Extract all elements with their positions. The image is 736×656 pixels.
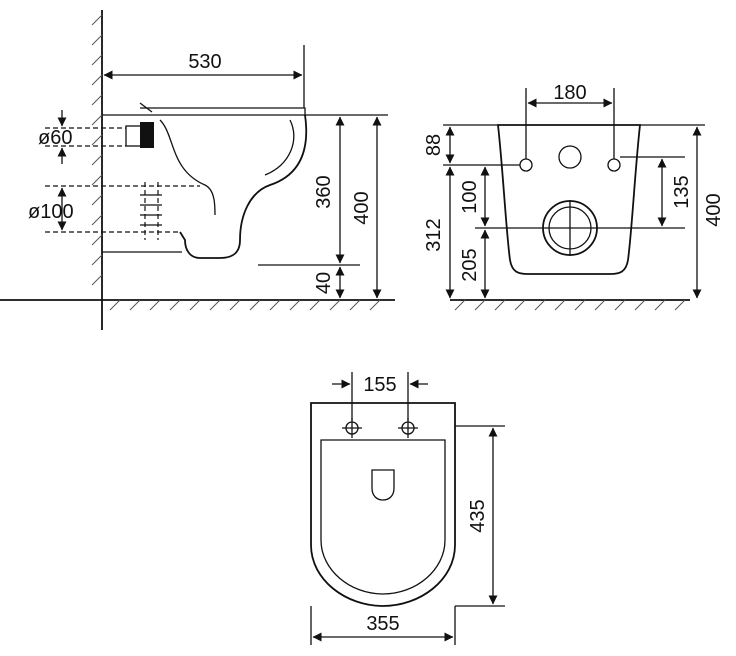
front-lower-height-label: 312 xyxy=(423,218,445,251)
side-view: 530 ø60 ø100 360 400 40 xyxy=(0,10,395,330)
pipe-small-label: ø60 xyxy=(38,127,72,149)
toilet-top-outline xyxy=(310,402,456,607)
top-bolt-spacing-label: 155 xyxy=(363,374,396,396)
front-bolt-spacing-label: 180 xyxy=(553,82,586,104)
front-height-total-label: 400 xyxy=(703,193,725,226)
side-height-inner-label: 360 xyxy=(313,175,335,208)
toilet-side-profile xyxy=(102,102,310,259)
front-view: 180 88 312 100 205 135 400 xyxy=(423,82,725,311)
pipe-large-label: ø100 xyxy=(28,201,74,223)
toilet-front-outline xyxy=(496,124,642,275)
front-outlet-height-label: 205 xyxy=(459,248,481,281)
side-height-total-label: 400 xyxy=(351,191,373,224)
front-inlet-spacing-label: 100 xyxy=(459,180,481,213)
top-depth-label: 435 xyxy=(467,499,489,532)
wall-hatch xyxy=(91,10,103,330)
side-width-label: 530 xyxy=(188,51,221,73)
front-outlet-offset-label: 135 xyxy=(671,175,693,208)
side-pipe-lines xyxy=(45,127,200,240)
top-view: 155 435 355 xyxy=(310,372,505,645)
front-top-offset-label: 88 xyxy=(423,134,445,156)
top-width-label: 355 xyxy=(366,613,399,635)
side-floor-gap-label: 40 xyxy=(313,272,335,294)
floor-hatch-side xyxy=(0,299,395,311)
floor-hatch-front xyxy=(450,299,690,311)
